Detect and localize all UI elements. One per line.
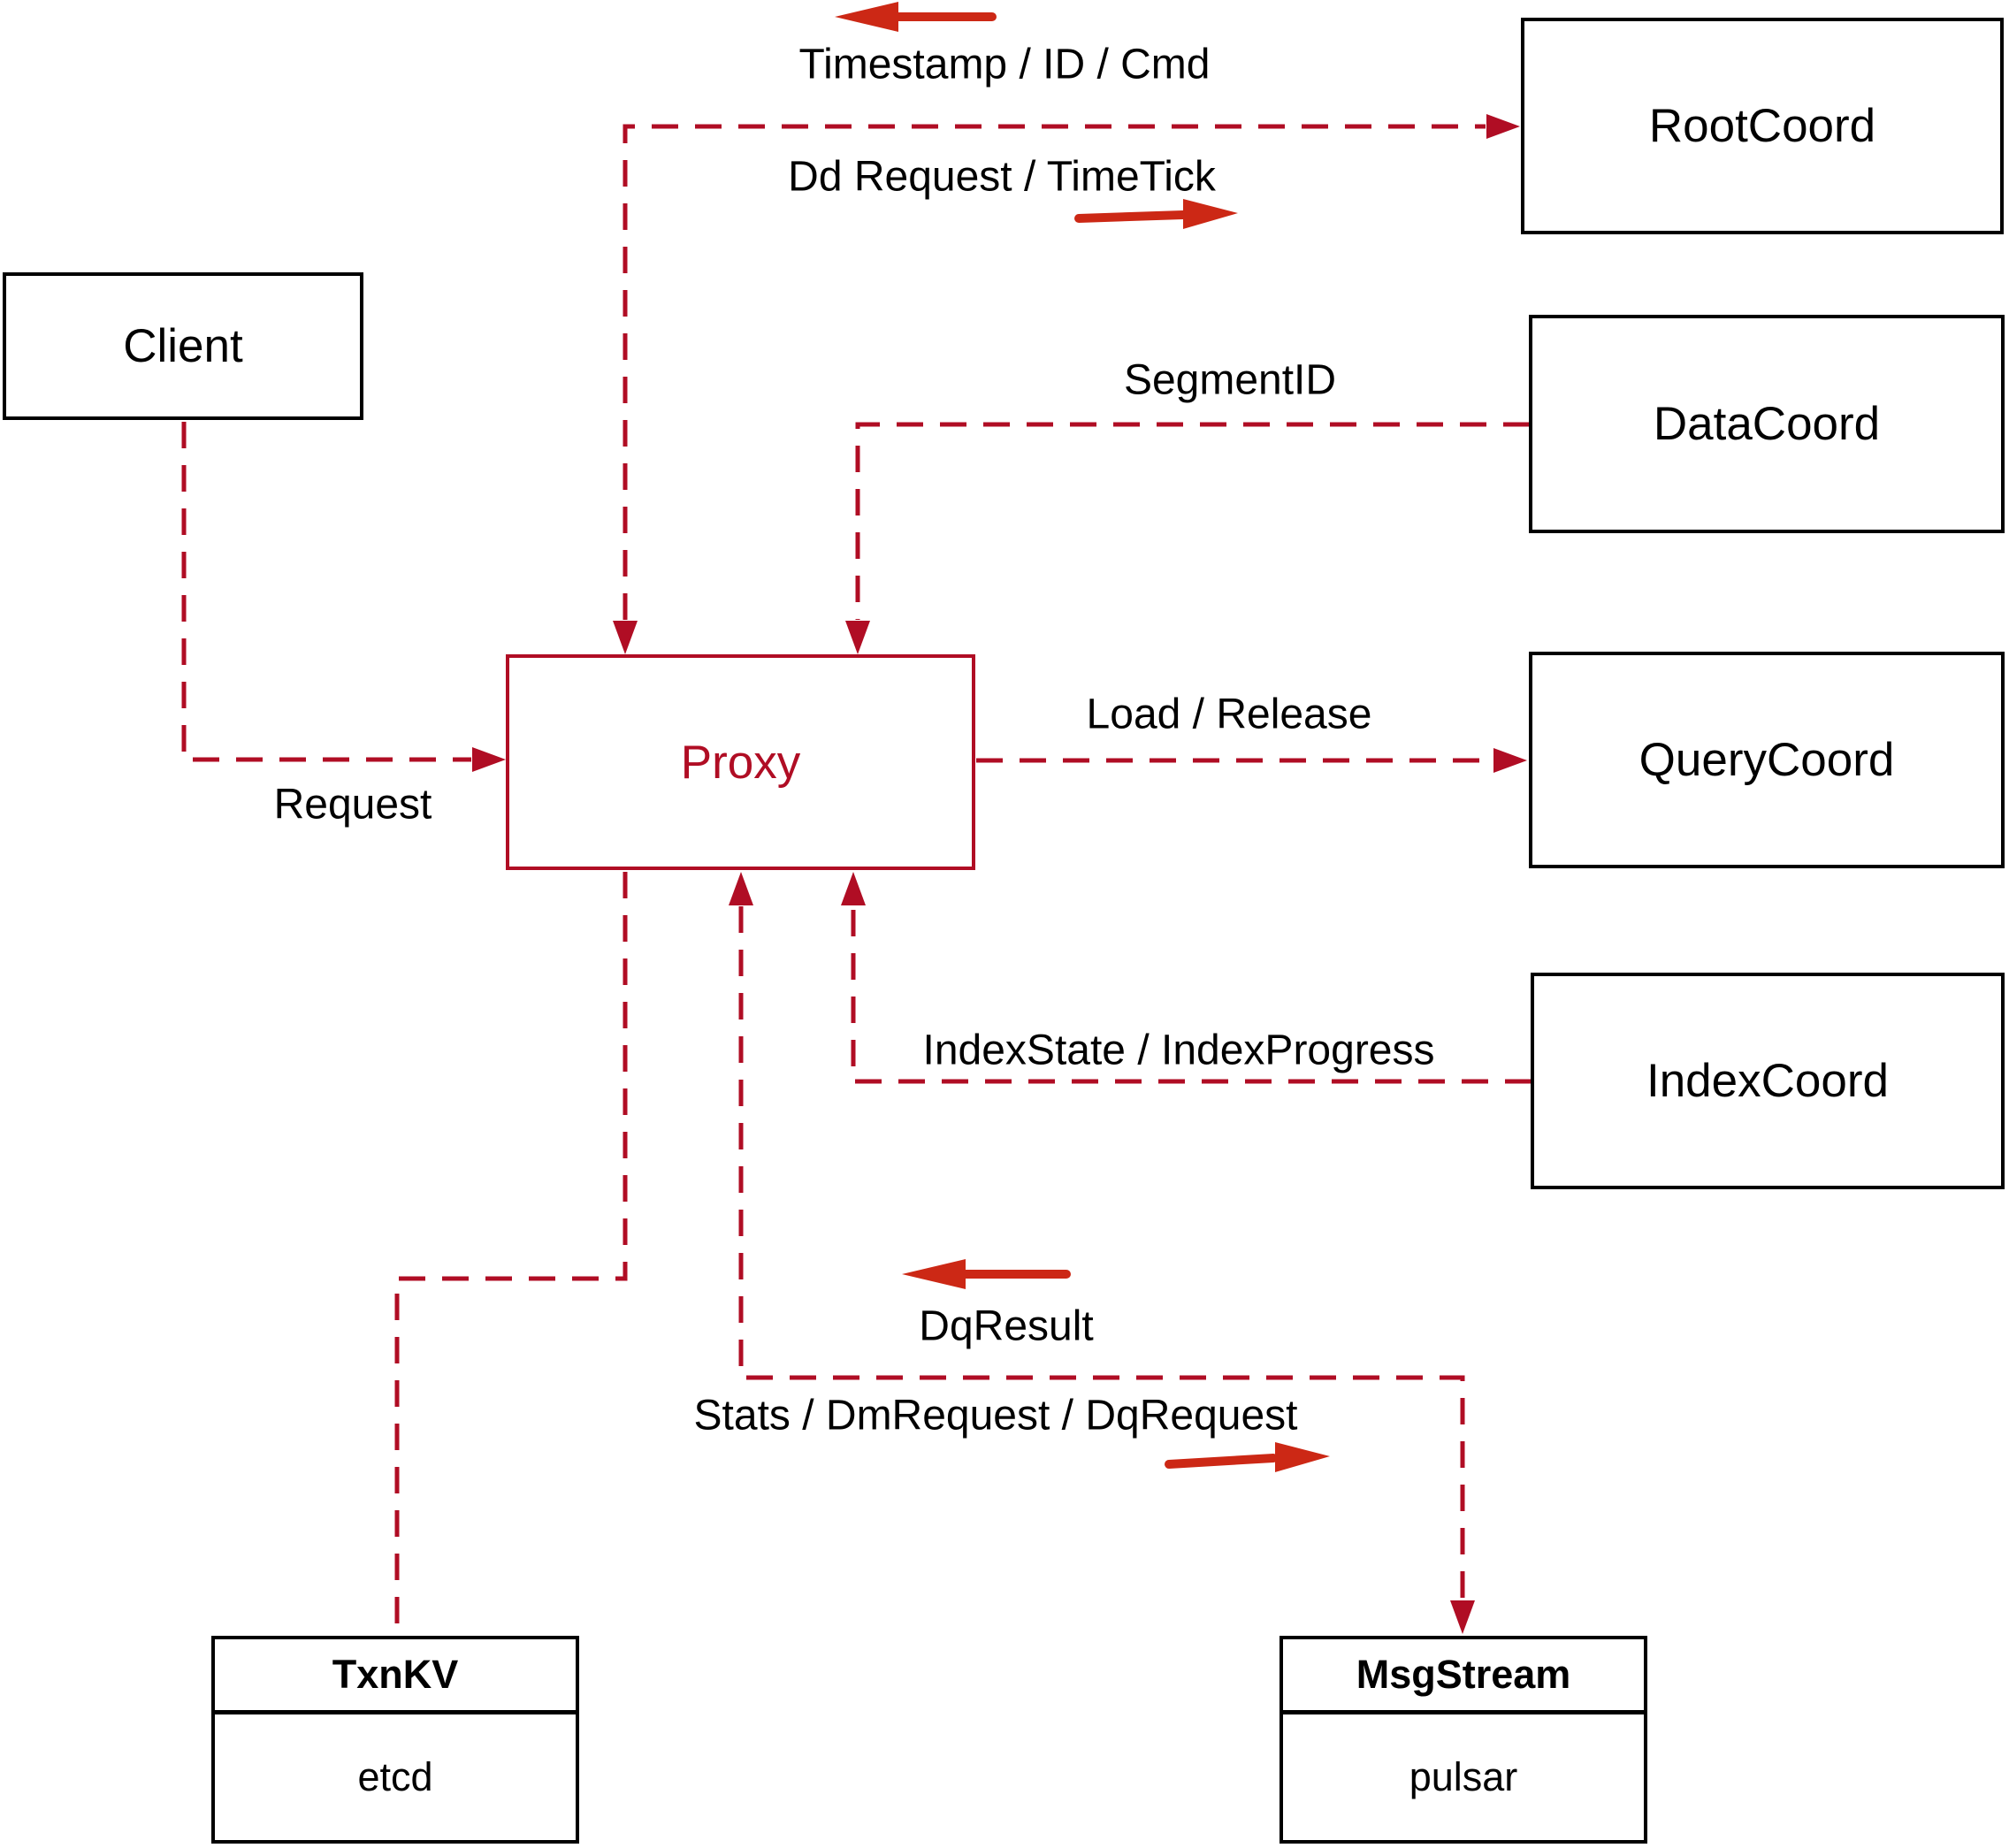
connector-proxy-rootcoord — [613, 114, 1520, 654]
edge-label-timestamp-id-cmd: Timestamp / ID / Cmd — [798, 41, 1211, 88]
node-querycoord-label: QueryCoord — [1639, 734, 1895, 786]
connector-proxy-querycoord — [976, 748, 1527, 773]
edge-label-dd-request-timetick: Dd Request / TimeTick — [788, 153, 1216, 201]
arrow-left-icon — [835, 2, 997, 32]
node-datacoord-label: DataCoord — [1653, 398, 1881, 450]
connector-client-proxy — [181, 422, 506, 772]
arrowhead-into-msgstream-icon — [1450, 1600, 1475, 1634]
edge-label-request: Request — [273, 781, 432, 829]
node-indexcoord: IndexCoord — [1531, 973, 2005, 1189]
arrowhead-into-rootcoord-icon — [1486, 114, 1520, 139]
node-rootcoord: RootCoord — [1521, 18, 2004, 234]
connector-indexcoord-proxy — [841, 872, 1532, 1084]
arrow-left-icon — [902, 1259, 1071, 1289]
connector-datacoord-proxy — [845, 422, 1530, 654]
arrowhead-into-proxy-bottom-left-icon — [729, 872, 753, 905]
node-txnkv-subtitle: etcd — [357, 1754, 433, 1799]
connector-proxy-msgstream — [729, 872, 1475, 1634]
arrowhead-into-proxy-top-right-icon — [845, 621, 870, 654]
node-client: Client — [3, 272, 363, 420]
arrowhead-into-proxy-bottom-right-icon — [841, 872, 866, 905]
arrow-right-icon — [1165, 1442, 1330, 1472]
edge-label-stats-dmrequest-dqrequest: Stats / DmRequest / DqRequest — [693, 1392, 1298, 1439]
node-msgstream-subtitle: pulsar — [1409, 1754, 1518, 1799]
edge-label-segmentid: SegmentID — [1123, 356, 1337, 404]
edge-label-load-release: Load / Release — [1086, 691, 1372, 738]
connector-indexcoord-proxy-line — [851, 906, 1532, 1084]
node-datacoord: DataCoord — [1529, 315, 2005, 533]
connector-proxy-msgstream-line — [738, 906, 1465, 1600]
node-client-label: Client — [123, 320, 243, 372]
connector-proxy-txnkv-line — [394, 872, 628, 1635]
arrow-right-icon — [1074, 199, 1238, 229]
arrowhead-into-querycoord-icon — [1493, 748, 1527, 773]
node-msgstream-title: MsgStream — [1283, 1639, 1644, 1714]
node-proxy: Proxy — [506, 654, 975, 870]
connector-proxy-txnkv — [394, 872, 628, 1635]
edge-label-indexstate-indexprogress: IndexState / IndexProgress — [922, 1027, 1435, 1074]
edge-label-dqresult: DqResult — [919, 1302, 1094, 1350]
connector-proxy-rootcoord-line — [623, 124, 1486, 620]
connector-client-proxy-line — [181, 422, 471, 762]
node-txnkv-title: TxnKV — [215, 1639, 576, 1714]
arrowhead-into-proxy-top-left-icon — [613, 621, 638, 654]
node-proxy-label: Proxy — [680, 736, 801, 789]
node-querycoord: QueryCoord — [1529, 652, 2005, 868]
node-indexcoord-label: IndexCoord — [1646, 1055, 1889, 1107]
node-txnkv: TxnKV etcd — [211, 1636, 579, 1844]
connector-datacoord-proxy-line — [855, 422, 1530, 620]
node-msgstream: MsgStream pulsar — [1279, 1636, 1647, 1844]
node-rootcoord-label: RootCoord — [1648, 100, 1876, 152]
arrowhead-into-proxy-left-icon — [472, 747, 506, 772]
